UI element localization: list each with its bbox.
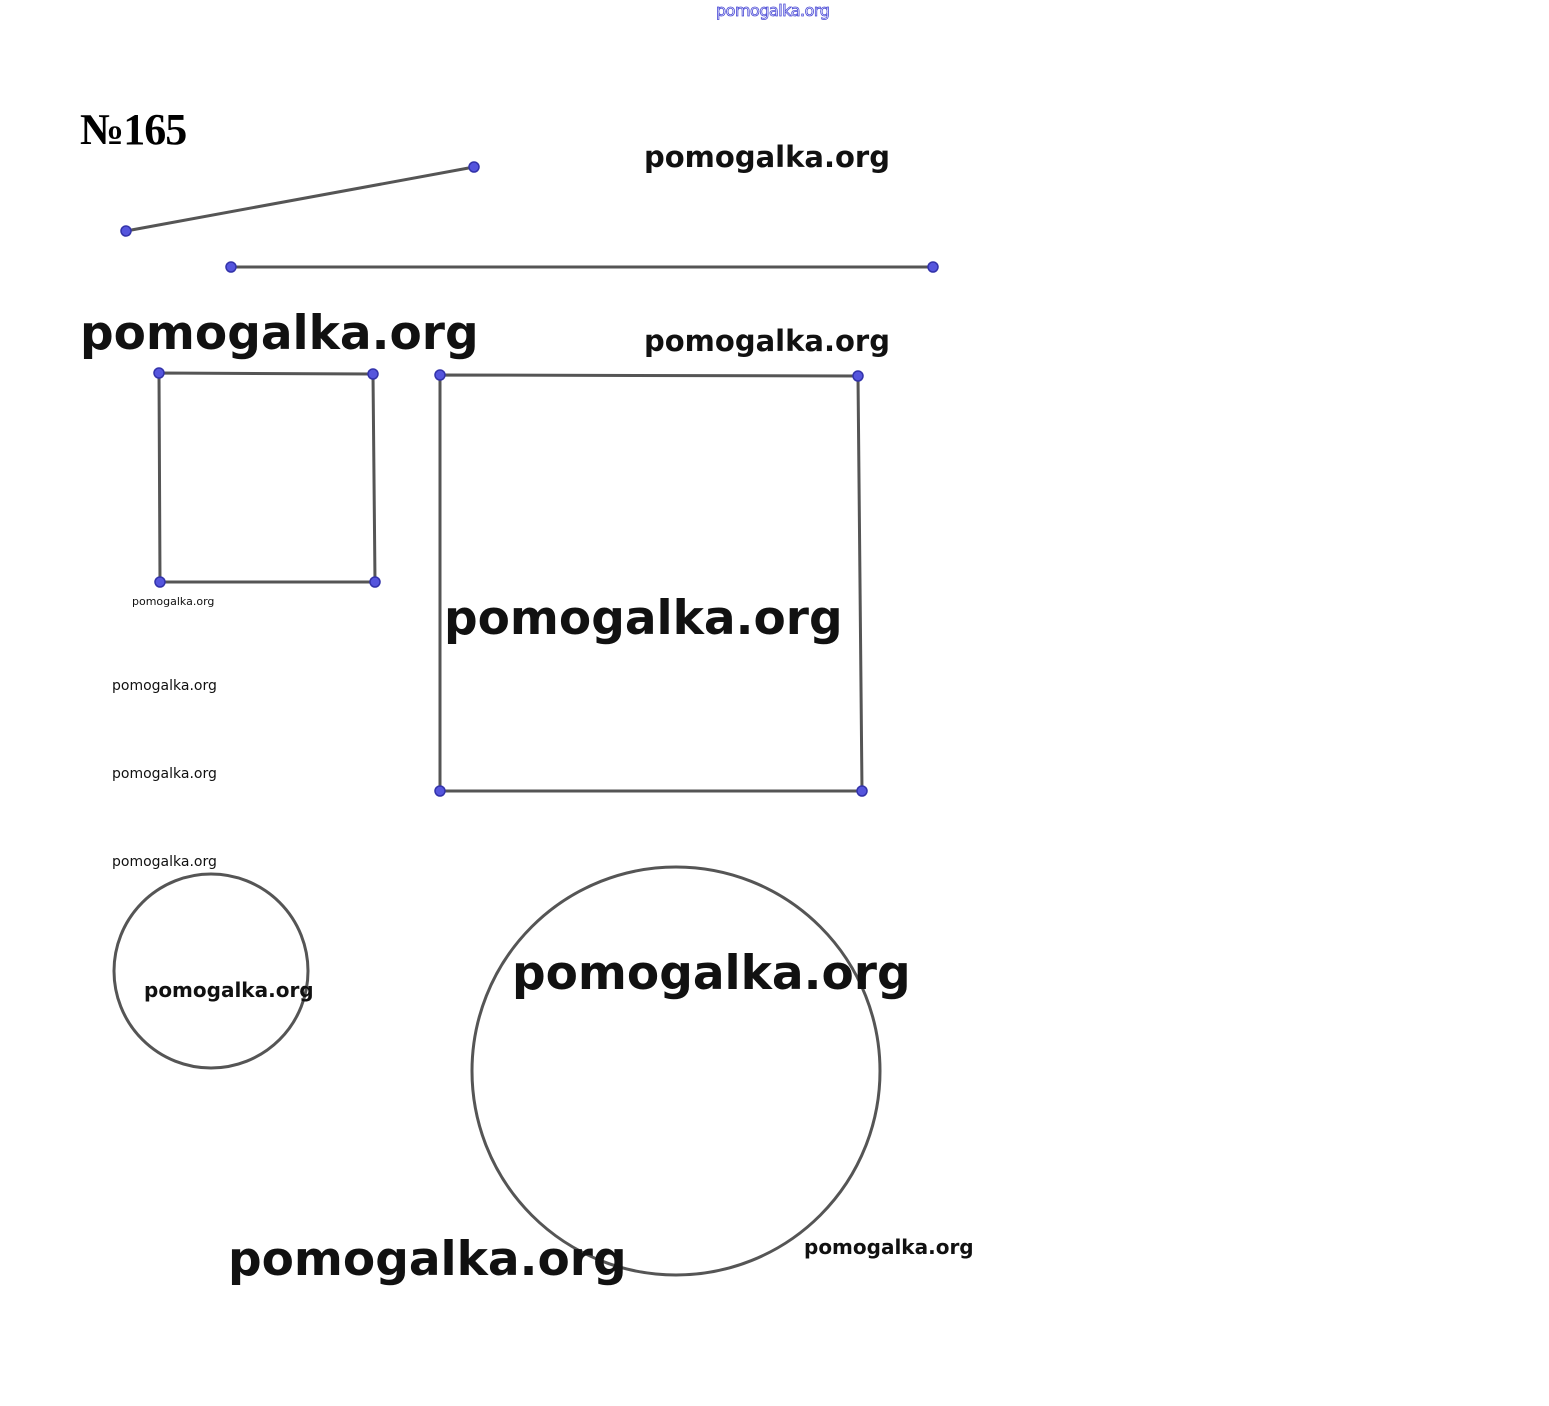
point bbox=[154, 576, 166, 588]
point bbox=[434, 369, 446, 381]
point bbox=[852, 370, 864, 382]
watermark: pomogalka.org bbox=[804, 1235, 974, 1259]
point bbox=[153, 367, 165, 379]
point bbox=[434, 785, 446, 797]
point bbox=[225, 261, 237, 273]
point bbox=[367, 368, 379, 380]
watermark: pomogalka.org bbox=[512, 946, 911, 1001]
small-circle bbox=[112, 872, 310, 1070]
large-circle bbox=[470, 865, 882, 1277]
watermark: pomogalka.org bbox=[644, 324, 890, 358]
segment-short bbox=[125, 165, 475, 233]
watermark: pomogalka.org bbox=[112, 854, 217, 870]
watermark: pomogalka.org bbox=[228, 1232, 627, 1287]
watermark: pomogalka.org bbox=[112, 678, 217, 694]
watermark: pomogalka.org bbox=[112, 766, 217, 782]
point bbox=[369, 576, 381, 588]
large-square bbox=[438, 373, 864, 793]
watermark: pomogalka.org bbox=[80, 306, 479, 361]
point bbox=[927, 261, 939, 273]
problem-number: №165 bbox=[80, 105, 187, 154]
point bbox=[120, 225, 132, 237]
watermark: pomogalka.org bbox=[144, 978, 314, 1002]
point bbox=[856, 785, 868, 797]
points bbox=[120, 161, 939, 797]
watermark-top: pomogalka.org bbox=[716, 1, 831, 20]
watermark: pomogalka.org bbox=[444, 591, 843, 646]
watermark: pomogalka.org bbox=[644, 140, 890, 174]
watermark: pomogalka.org bbox=[132, 595, 215, 608]
small-square bbox=[157, 371, 377, 584]
point bbox=[468, 161, 480, 173]
